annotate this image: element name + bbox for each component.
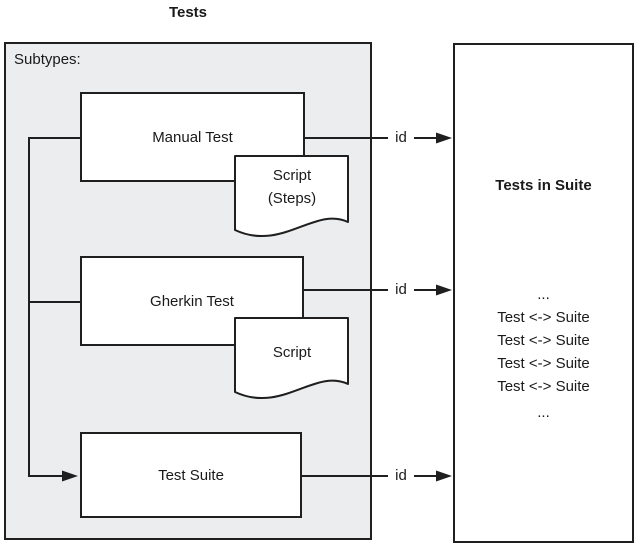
subtypes-label: Subtypes: (14, 51, 81, 68)
tests-in-suite-title: Tests in Suite (495, 177, 592, 194)
suite-membership-row: Test <-> Suite (497, 355, 590, 372)
script-document-label: Script (242, 341, 342, 364)
suite-membership-row: Test <-> Suite (497, 332, 590, 349)
tests-group-title: Tests (168, 4, 208, 21)
script-steps-line2: (Steps) (267, 190, 317, 207)
suite-membership-row: Test <-> Suite (497, 309, 590, 326)
arrowhead-icon (436, 284, 452, 296)
test-suite-label: Test Suite (158, 466, 224, 484)
suite-membership-row: Test <-> Suite (497, 378, 590, 395)
script-steps-line1: Script (272, 167, 312, 184)
gherkin-test-label: Gherkin Test (150, 292, 234, 310)
arrowhead-icon (436, 132, 452, 144)
tests-in-suite-panel: Tests in Suite ... Test <-> Suite Test <… (453, 43, 634, 543)
id-edge-label: id (388, 281, 414, 299)
id-edge-label: id (388, 467, 414, 485)
manual-test-label: Manual Test (152, 128, 233, 146)
suite-list-ellipsis: ... (537, 404, 550, 421)
suite-membership-list: ... Test <-> Suite Test <-> Suite Test <… (455, 283, 632, 424)
id-edge-label: id (388, 129, 414, 147)
arrowhead-icon (436, 470, 452, 482)
script-line1: Script (272, 344, 312, 361)
suite-list-ellipsis: ... (537, 286, 550, 303)
script-steps-document-label: Script (Steps) (242, 164, 342, 210)
test-suite-node: Test Suite (80, 432, 302, 518)
gherkin-test-node: Gherkin Test (80, 256, 304, 346)
